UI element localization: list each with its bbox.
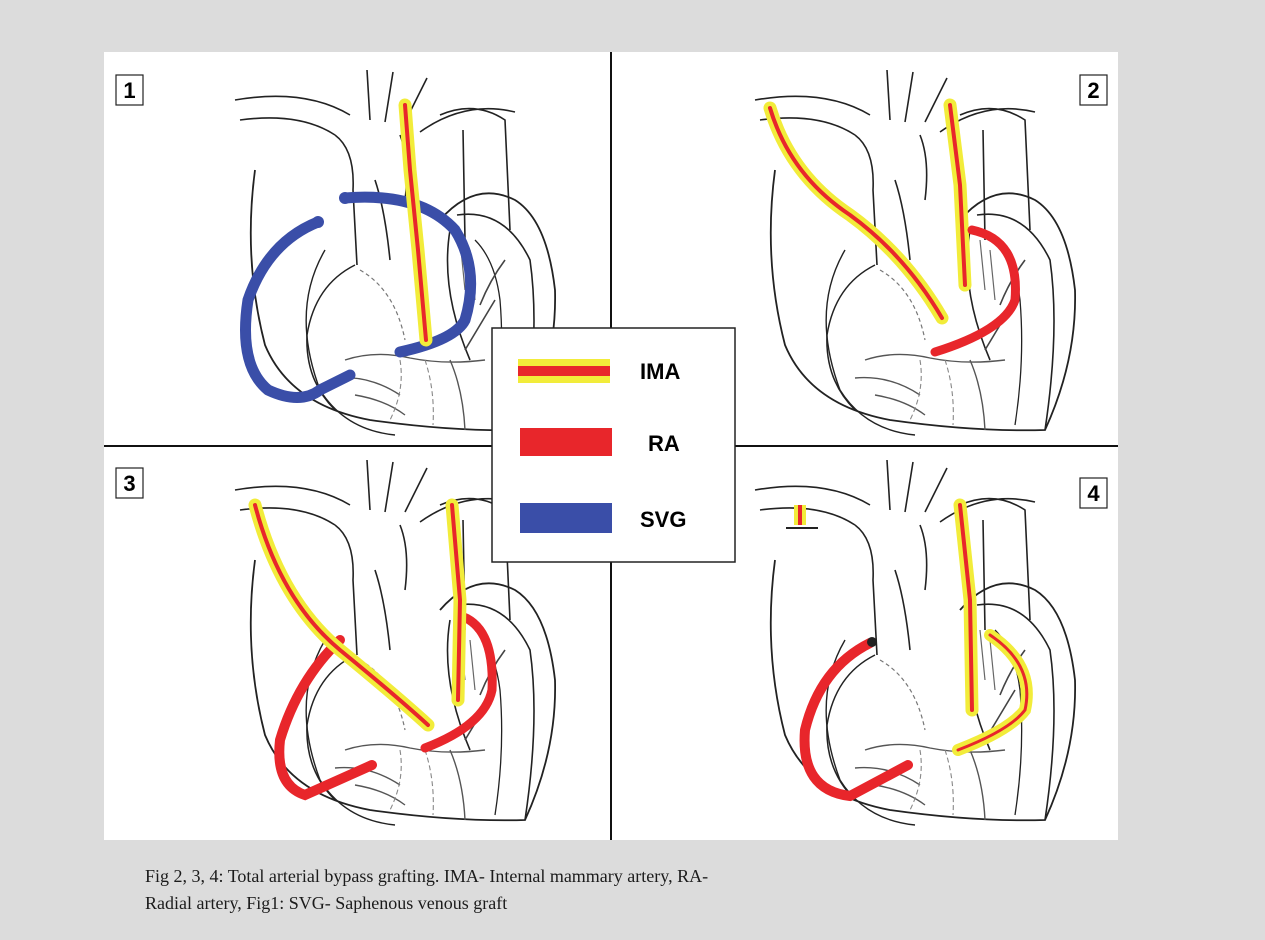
svg-text:3: 3 [123,471,135,496]
legend-item-ima: IMA [518,359,680,384]
legend-item-svg: SVG [520,503,686,533]
svg-text:RA: RA [648,431,680,456]
svg-text:2: 2 [1087,78,1099,103]
svg-text:IMA: IMA [640,359,680,384]
panel-label-3: 3 [116,468,143,498]
legend-item-ra: RA [520,428,680,456]
panel-label-4: 4 [1080,478,1107,508]
anastomosis-mark-4 [867,637,877,647]
svg-text:SVG: SVG [640,507,686,532]
svg-text:4: 4 [1087,481,1100,506]
panel-label-1: 1 [116,75,143,105]
svg-text:1: 1 [123,78,135,103]
caption-line-2: Radial artery, Fig1: SVG- Saphenous veno… [145,890,1045,917]
panel-label-2: 2 [1080,75,1107,105]
caption-line-1: Fig 2, 3, 4: Total arterial bypass graft… [145,863,1045,890]
legend: IMA RA SVG [492,328,735,562]
figure-caption: Fig 2, 3, 4: Total arterial bypass graft… [145,863,1045,917]
